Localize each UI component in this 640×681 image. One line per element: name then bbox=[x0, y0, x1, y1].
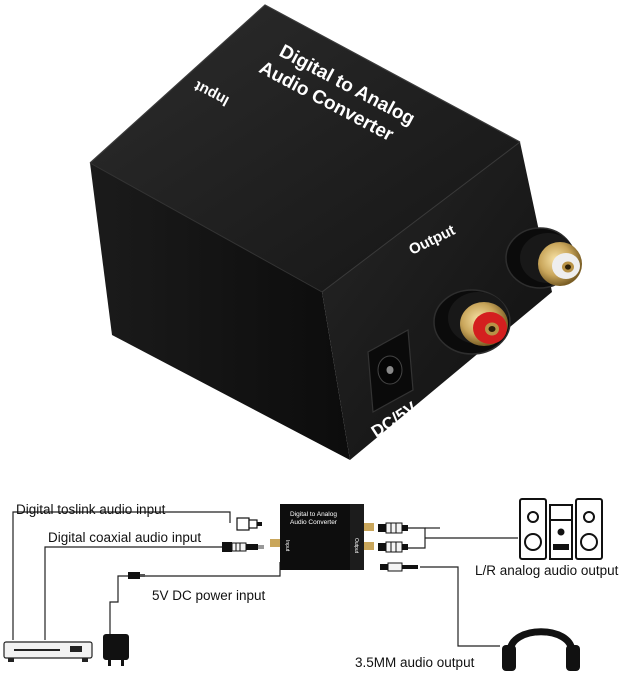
coaxial-input-label: Digital coaxial audio input bbox=[48, 530, 202, 545]
device-front-face bbox=[90, 163, 350, 460]
product-photo: Digital to Analog Audio Converter Input … bbox=[89, 4, 582, 460]
rca-plug-icons bbox=[378, 522, 408, 553]
diagram-lines: Digital to Analog Audio Converter Input … bbox=[3, 498, 603, 671]
converter-device-image: Digital to Analog Audio Converter Input … bbox=[89, 4, 582, 460]
toslink-plug-icon bbox=[236, 517, 262, 531]
mini-converter-icon: Digital to Analog Audio Converter Input … bbox=[270, 504, 374, 570]
source-device-icon bbox=[3, 641, 93, 662]
mini-output-label: Output bbox=[353, 538, 359, 554]
mini-input-label: Input bbox=[284, 540, 290, 552]
analog-output-label: L/R analog audio output bbox=[475, 563, 619, 578]
dc-power-jack bbox=[367, 329, 414, 413]
power-input-label: 5V DC power input bbox=[152, 588, 266, 603]
speaker-system-icon bbox=[519, 498, 603, 560]
rca-jack-white bbox=[505, 227, 582, 289]
device-top-face bbox=[90, 5, 520, 292]
coaxial-plug-icon bbox=[222, 542, 264, 552]
connection-diagram: Digital to Analog Audio Converter Input … bbox=[0, 470, 640, 681]
toslink-input-label: Digital toslink audio input bbox=[16, 502, 166, 517]
mini-jack-plug-icon bbox=[380, 562, 418, 572]
rca-jack-red bbox=[433, 289, 511, 355]
dc-plug-icon bbox=[128, 572, 145, 579]
mini-title-line2: Audio Converter bbox=[290, 519, 338, 526]
headphones-icon bbox=[502, 628, 580, 671]
headphone-output-label: 3.5MM audio output bbox=[355, 655, 475, 670]
mini-title-line1: Digital to Analog bbox=[290, 511, 337, 518]
power-adapter-icon bbox=[103, 634, 129, 666]
